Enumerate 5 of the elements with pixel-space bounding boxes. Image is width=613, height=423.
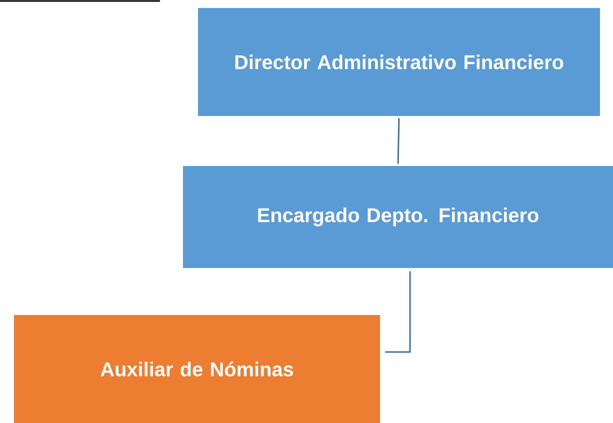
connector-line <box>385 271 411 353</box>
org-box: Auxiliar de Nóminas <box>14 315 380 423</box>
org-box: Encargado Depto. Financiero <box>183 166 613 268</box>
connector-line <box>397 118 400 164</box>
org-box: Director Administrativo Financiero <box>198 8 600 116</box>
